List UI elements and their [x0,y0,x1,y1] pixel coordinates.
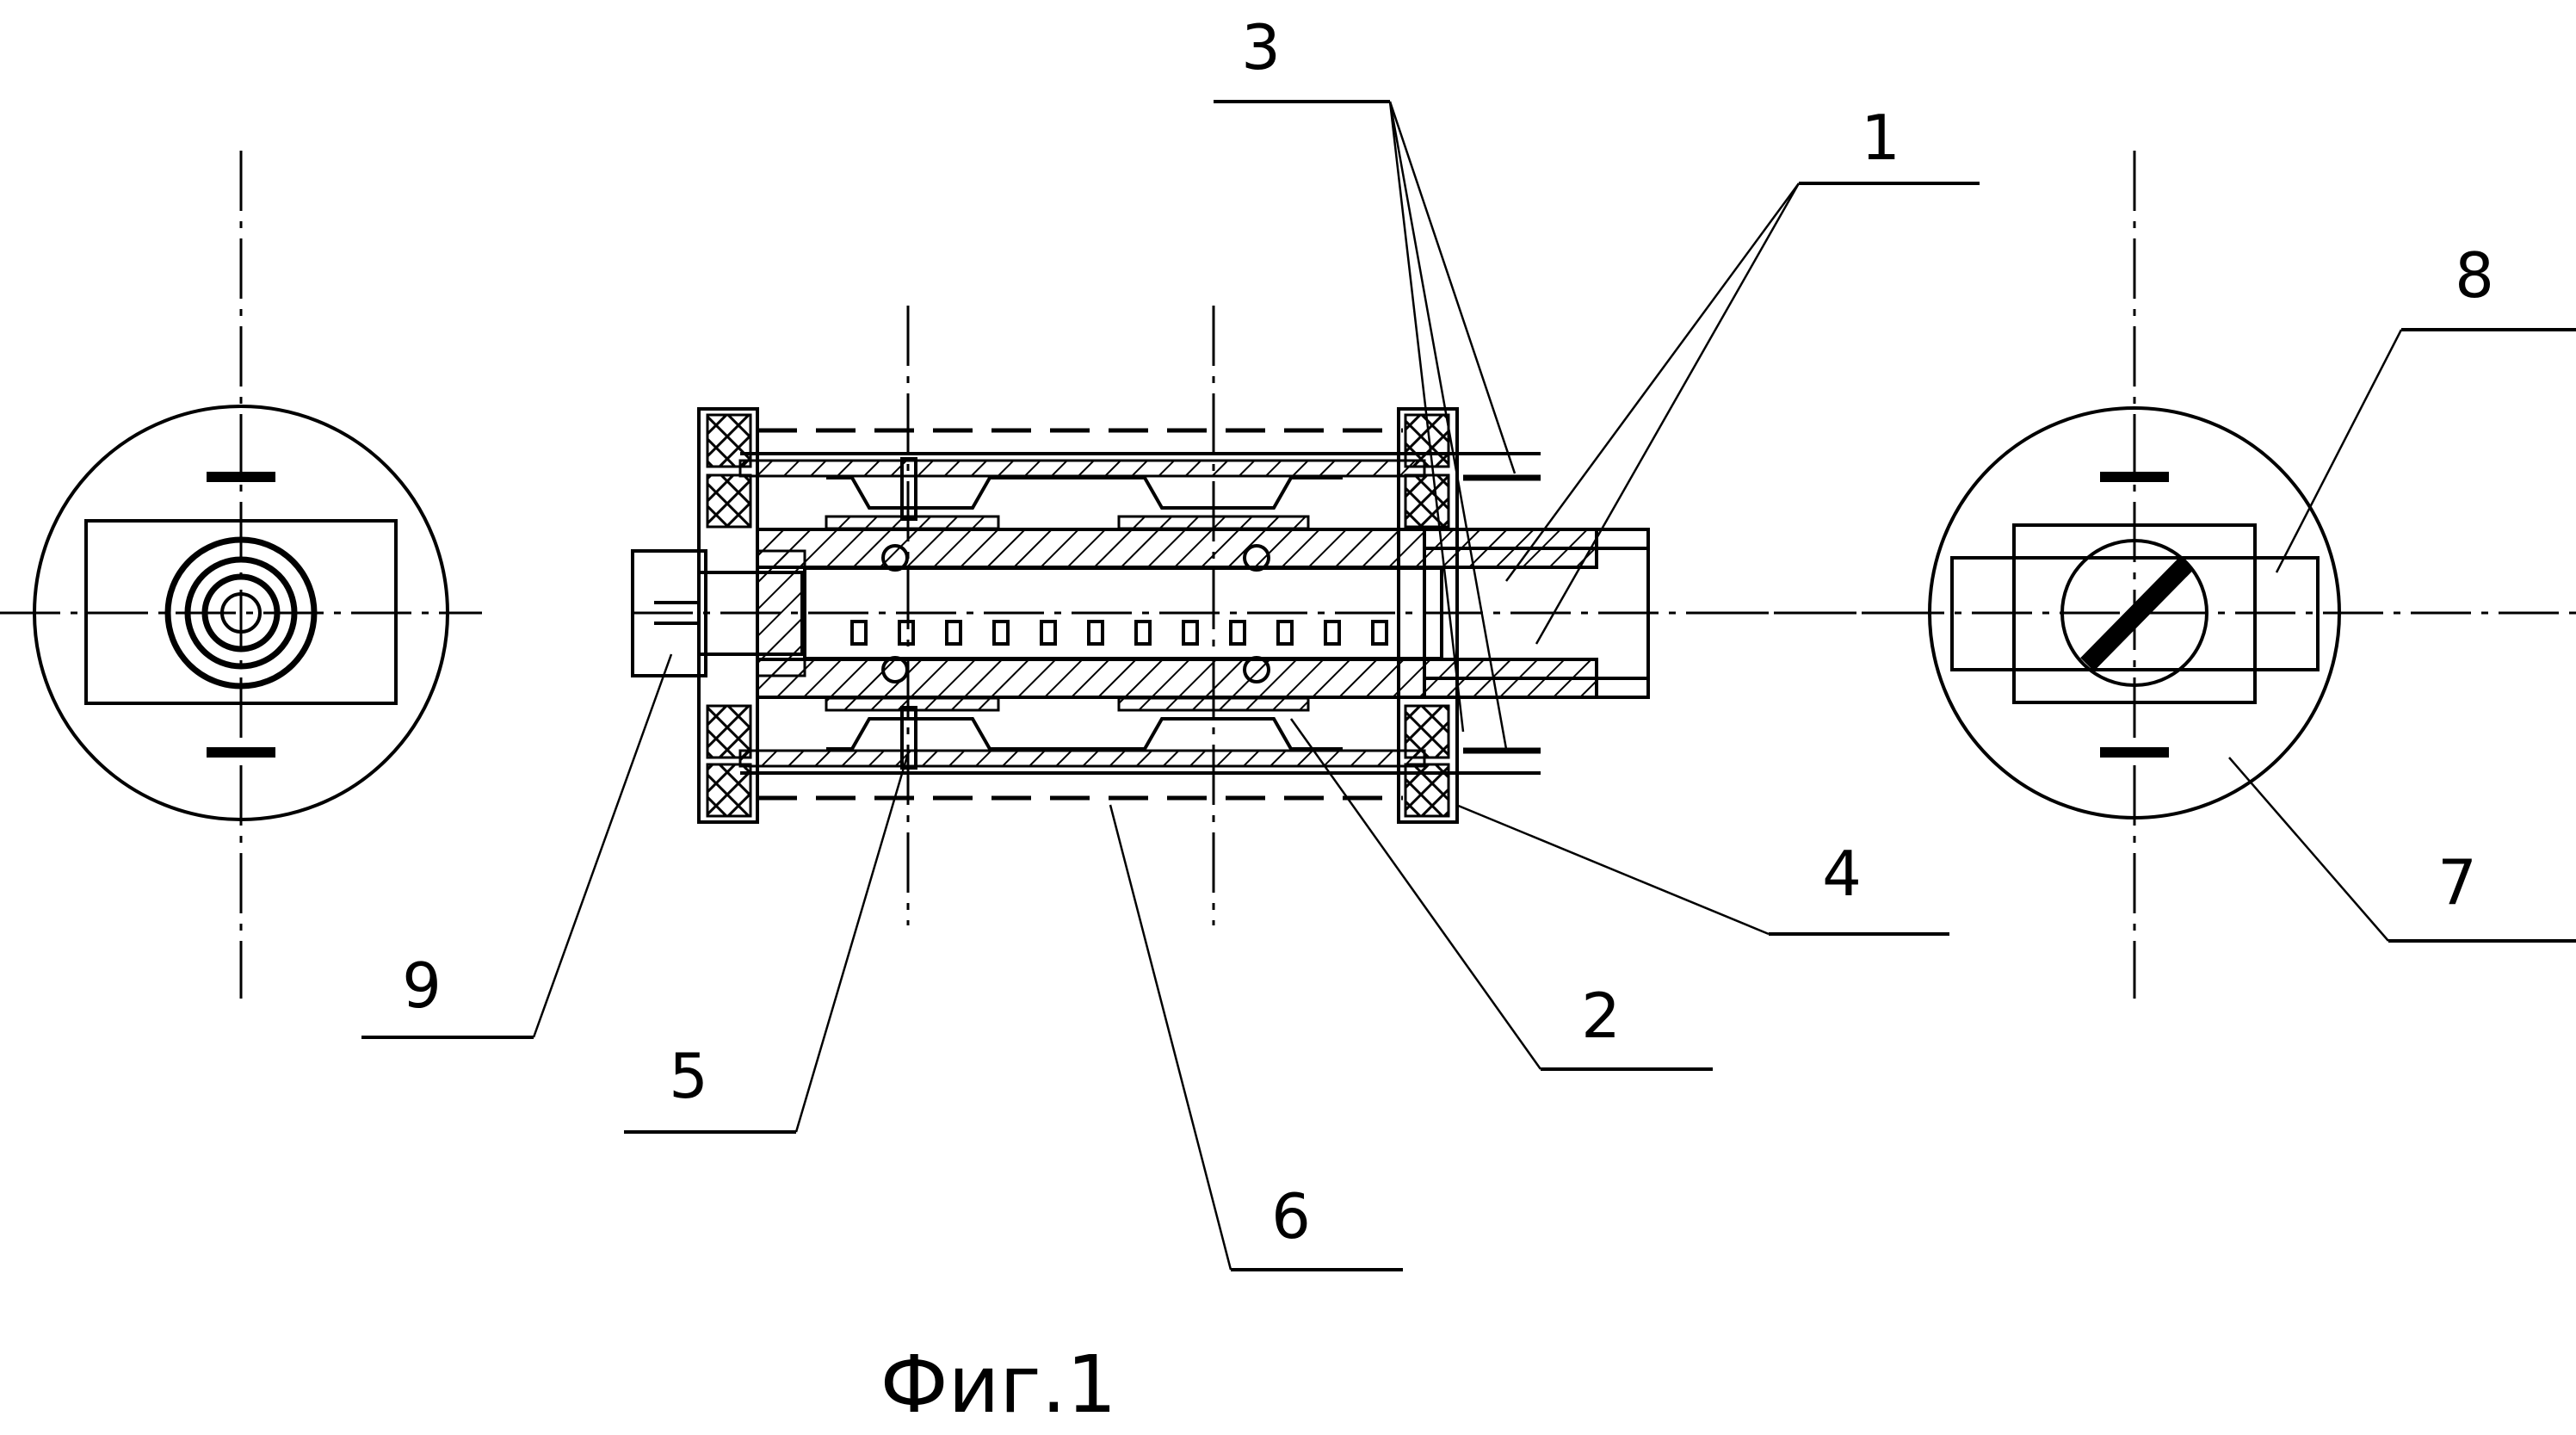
callout-6: 6 [1271,1180,1311,1253]
section-view [633,306,1885,925]
figure-caption: Фиг.1 [880,1339,1116,1431]
left-end-view [0,151,482,999]
callout-5: 5 [669,1040,708,1112]
sleeve-slots [852,622,1387,644]
callout-9: 9 [402,949,442,1022]
callout-4: 4 [1822,838,1862,910]
callout-1: 1 [1861,102,1900,174]
callout-3: 3 [1241,11,1281,84]
callout-2: 2 [1581,980,1621,1052]
callout-8: 8 [2455,239,2494,312]
callout-7: 7 [2437,846,2477,919]
